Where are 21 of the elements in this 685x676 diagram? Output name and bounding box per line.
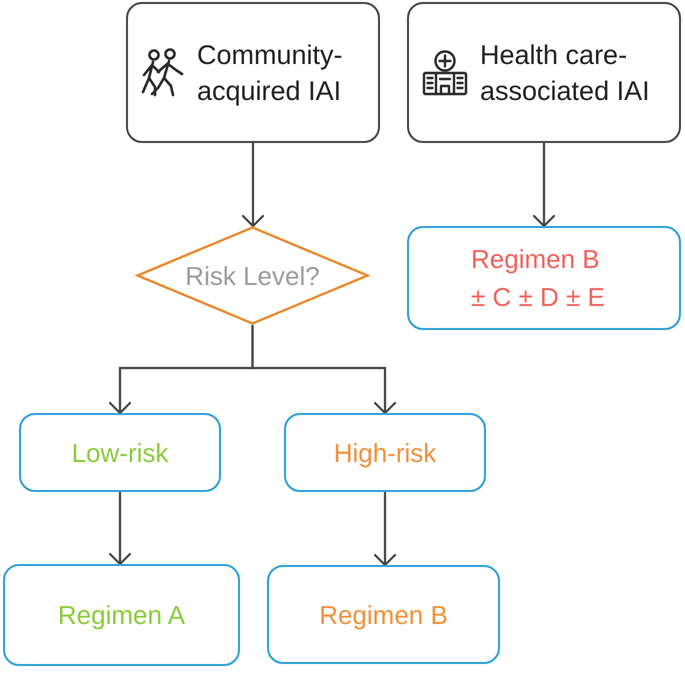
box-label: Community-acquired IAI — [197, 38, 344, 108]
box-label: High-risk — [334, 436, 436, 470]
box-label: Regimen B — [319, 598, 448, 632]
box-label: Low-risk — [72, 436, 168, 470]
arrow — [251, 325, 396, 414]
outcome-box — [267, 565, 500, 664]
process-box — [19, 413, 221, 492]
arrow — [532, 143, 556, 228]
arrow — [108, 492, 132, 566]
box-label: Regimen B ± C ± D ± E — [471, 243, 606, 314]
process-box — [126, 2, 380, 143]
outcome-box — [407, 226, 681, 330]
outcome-box — [3, 564, 240, 666]
decision-label: Risk Level? — [185, 260, 320, 292]
arrow — [374, 492, 396, 566]
process-box — [284, 413, 486, 492]
process-box — [407, 2, 681, 143]
arrow — [242, 143, 264, 228]
decision-diamond — [136, 226, 369, 325]
box-label: Health care-associated IAI — [480, 38, 651, 108]
box-label: Regimen A — [58, 599, 186, 632]
